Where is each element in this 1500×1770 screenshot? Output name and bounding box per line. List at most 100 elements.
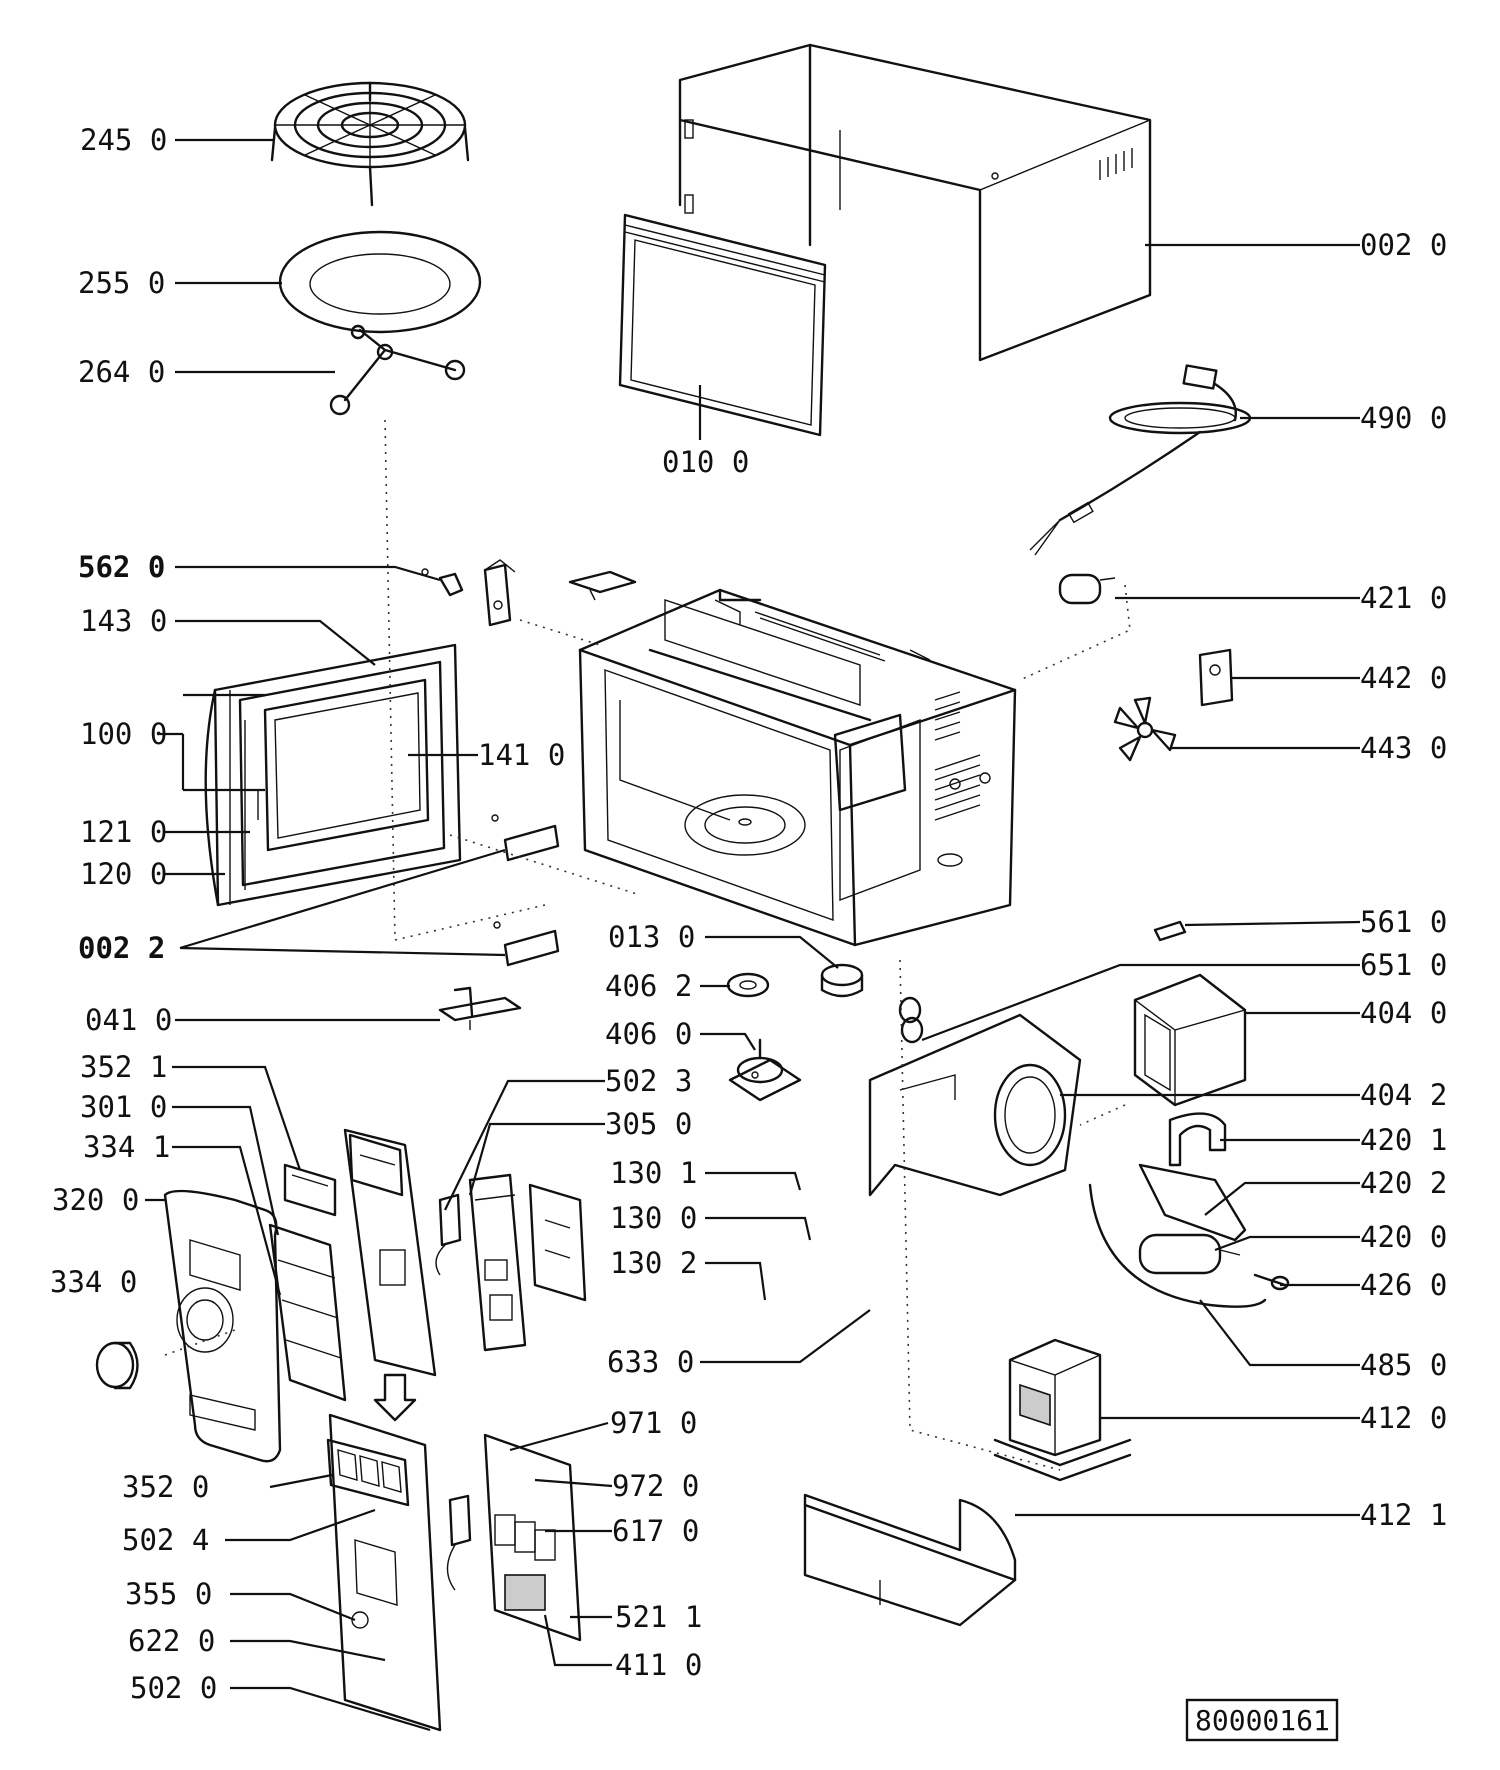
- document-id: 80000161: [1195, 1704, 1330, 1737]
- part-502-4-connector: [446, 1494, 472, 1591]
- callout-245-0: 245 0: [80, 123, 167, 157]
- part-magnetron-404: [1133, 973, 1247, 1107]
- callout-013-0: 013 0: [608, 920, 695, 954]
- part-capacitor-420: [1138, 1233, 1241, 1275]
- part-turntable-plate: [278, 230, 482, 334]
- callout-420-2: 420 2: [1360, 1166, 1447, 1200]
- part-arrow-down: [373, 1373, 417, 1422]
- callout-502-0: 502 0: [130, 1671, 217, 1705]
- callout-130-2: 130 2: [610, 1246, 697, 1280]
- part-561-clip: [1153, 920, 1187, 942]
- callout-421-0: 421 0: [1360, 581, 1447, 615]
- part-cavity-top-vents: [754, 611, 886, 662]
- callout-320-0: 320 0: [52, 1183, 139, 1217]
- callout-972-0: 972 0: [612, 1469, 699, 1503]
- callout-406-0: 406 0: [605, 1017, 692, 1051]
- callout-651-0: 651 0: [1360, 948, 1447, 982]
- callout-334-0: 334 0: [50, 1265, 137, 1299]
- callout-352-1: 352 1: [80, 1050, 167, 1084]
- part-bracket-420-1: [1168, 1112, 1227, 1167]
- callout-622-0: 622 0: [128, 1624, 215, 1658]
- callout-264-0: 264 0: [78, 355, 165, 389]
- part-cavity-vents: [934, 691, 981, 821]
- part-keypad-frame: [268, 1223, 347, 1402]
- part-fan-bracket-442: [1198, 648, 1234, 707]
- part-hinge-plate-upper: [491, 814, 560, 862]
- callout-labels: 245 0 255 0 264 0 562 0 143 0 100 0 121 …: [50, 123, 1447, 1705]
- part-control-board-lower: [326, 1413, 442, 1732]
- part-control-board-upper: [343, 1128, 437, 1377]
- part-waveguide-404-2: [868, 1013, 1082, 1197]
- callout-100-0: 100 0: [80, 717, 167, 751]
- callout-617-0: 617 0: [612, 1514, 699, 1548]
- callout-355-0: 355 0: [125, 1577, 212, 1611]
- callout-130-0: 130 0: [610, 1201, 697, 1235]
- callout-141-0: 141 0: [478, 738, 565, 772]
- part-latch-plate: [438, 986, 522, 1030]
- callout-120-0: 120 0: [80, 857, 167, 891]
- part-display-352-1: [283, 1163, 337, 1217]
- callout-255-0: 255 0: [78, 266, 165, 300]
- callout-502-4: 502 4: [122, 1523, 209, 1557]
- part-fan-blade-443: [1113, 696, 1177, 762]
- part-outer-cabinet: [678, 43, 1152, 362]
- part-transformer-412: [993, 1338, 1132, 1482]
- part-front-frame: [618, 213, 827, 437]
- callout-412-0: 412 0: [1360, 1401, 1447, 1435]
- callout-633-0: 633 0: [607, 1345, 694, 1379]
- assembly-guide-lines: [164, 419, 1131, 1471]
- part-cabinet-vents: [1099, 148, 1133, 180]
- callout-404-0: 404 0: [1360, 996, 1447, 1030]
- callout-143-0: 143 0: [80, 604, 167, 638]
- callout-002-2: 002 2: [78, 931, 165, 965]
- part-power-cord: [1029, 364, 1252, 556]
- callout-411-0: 411 0: [615, 1648, 702, 1682]
- part-hinge-bracket: [483, 559, 516, 627]
- part-turntable-motor: [728, 1038, 802, 1102]
- part-cover-412-1: [803, 1493, 1017, 1627]
- callout-426-0: 426 0: [1360, 1268, 1447, 1302]
- callout-406-2: 406 2: [605, 969, 692, 1003]
- callout-442-0: 442 0: [1360, 661, 1447, 695]
- callout-334-1: 334 1: [83, 1130, 170, 1164]
- part-power-board-305: [468, 1173, 527, 1352]
- part-502-3-connector: [435, 1193, 462, 1276]
- part-capacitor-421: [1058, 573, 1116, 605]
- callout-305-0: 305 0: [605, 1107, 692, 1141]
- callout-521-1: 521 1: [615, 1600, 702, 1634]
- callout-420-1: 420 1: [1360, 1123, 1447, 1157]
- part-motor-washer: [726, 972, 770, 998]
- callout-010-0: 010 0: [662, 445, 749, 479]
- part-relay-board: [483, 1433, 582, 1642]
- callout-561-0: 561 0: [1360, 905, 1447, 939]
- part-thermal-fuse-651: [898, 996, 924, 1044]
- callout-404-2: 404 2: [1360, 1078, 1447, 1112]
- callout-485-0: 485 0: [1360, 1348, 1447, 1382]
- document-id-box: 80000161: [1185, 1698, 1339, 1742]
- callout-002-0: 002 0: [1360, 228, 1447, 262]
- part-bracket-420-2: [1138, 1163, 1247, 1242]
- part-hinge-plate-lower: [493, 921, 560, 967]
- leader-lines: [145, 138, 1361, 1732]
- part-control-panel-front: [163, 1189, 282, 1463]
- callout-443-0: 443 0: [1360, 731, 1447, 765]
- callout-971-0: 971 0: [610, 1406, 697, 1440]
- callout-490-0: 490 0: [1360, 401, 1447, 435]
- part-grill-rack: [270, 81, 470, 207]
- callout-412-1: 412 1: [1360, 1498, 1447, 1532]
- callout-352-0: 352 0: [122, 1470, 209, 1504]
- callout-562-0: 562 0: [78, 550, 165, 584]
- callout-420-0: 420 0: [1360, 1220, 1447, 1254]
- callout-301-0: 301 0: [80, 1090, 167, 1124]
- part-pcb-right: [528, 1183, 587, 1302]
- callout-041-0: 041 0: [85, 1003, 172, 1037]
- part-diode-426: [1253, 1273, 1290, 1291]
- callout-502-3: 502 3: [605, 1064, 692, 1098]
- part-roller-support: [329, 324, 466, 416]
- callout-121-0: 121 0: [80, 815, 167, 849]
- part-knob: [95, 1341, 139, 1390]
- part-door-assembly: [204, 643, 462, 907]
- callout-130-1: 130 1: [610, 1156, 697, 1190]
- part-coupler: [820, 963, 864, 998]
